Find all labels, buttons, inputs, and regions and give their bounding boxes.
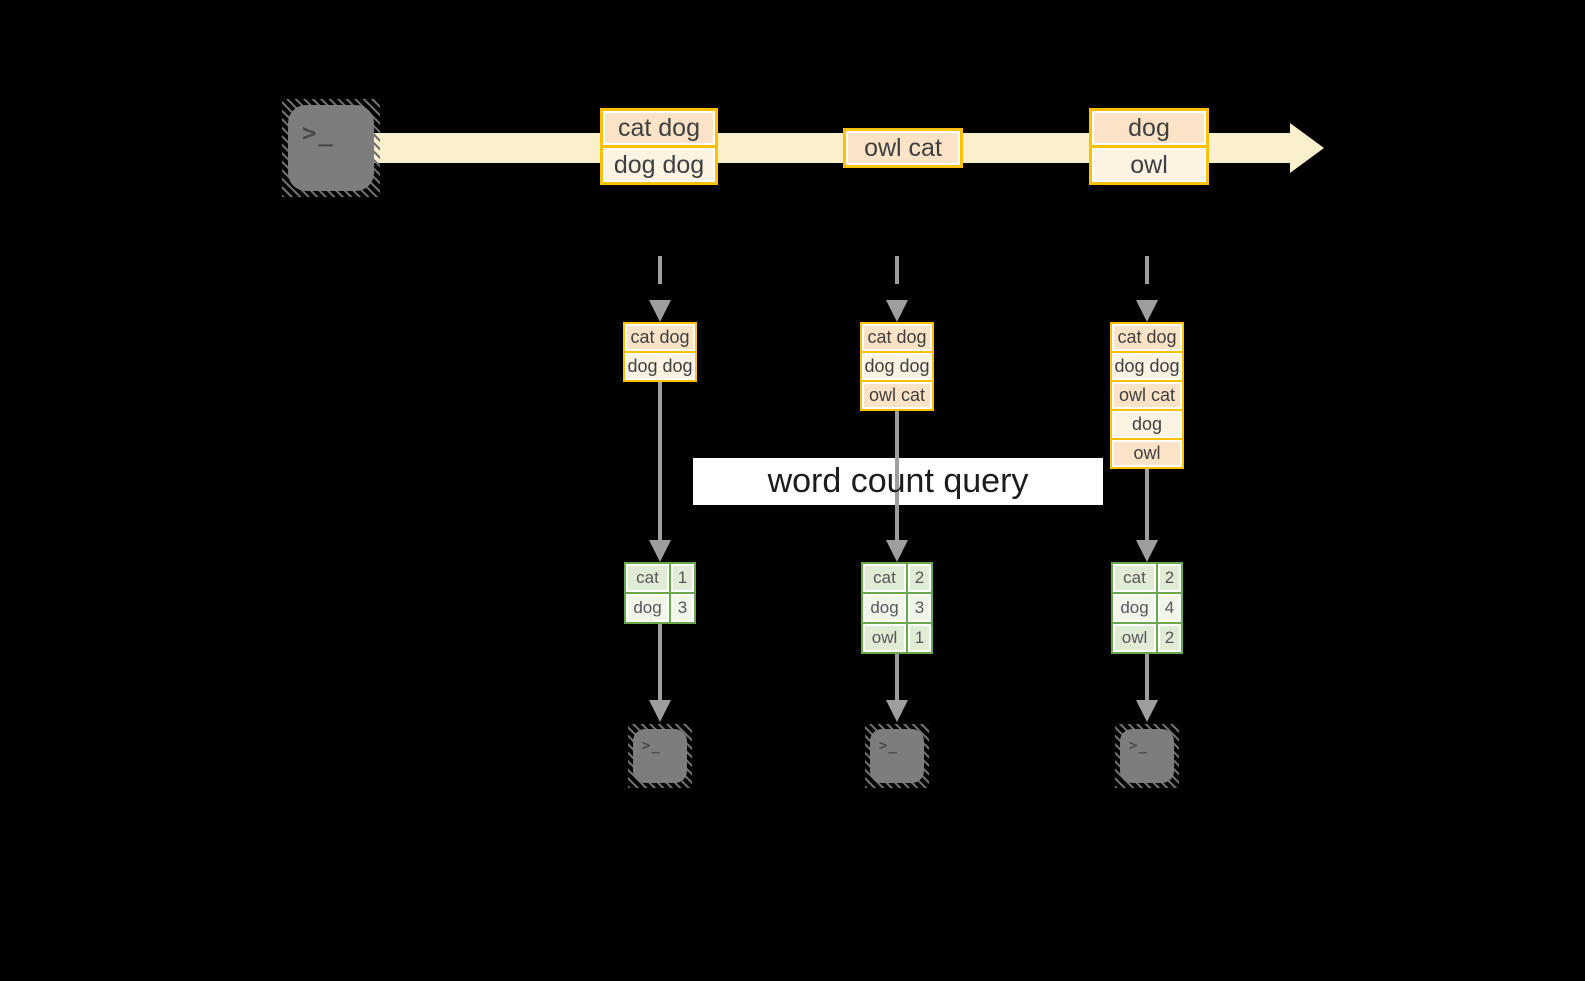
message-text: dog dog	[613, 150, 705, 179]
state-line: owl cat	[1110, 380, 1184, 411]
count-row: cat 1	[624, 562, 696, 594]
count-value-cell: 1	[906, 622, 933, 654]
arrow-icon	[1145, 467, 1149, 542]
stream-arrowhead-icon	[1290, 123, 1324, 173]
arrow-icon	[658, 624, 662, 702]
arrow-icon	[1145, 654, 1149, 702]
count-row: cat 2	[1111, 562, 1183, 594]
state-line: cat dog	[623, 322, 697, 353]
stream-message-1: cat dog dog dog	[600, 108, 718, 185]
count-word-cell: cat	[861, 562, 908, 594]
terminal-output-2-icon: >_	[865, 724, 929, 788]
arrow-icon	[658, 382, 662, 542]
state-text: owl cat	[868, 385, 926, 405]
count-word-cell: dog	[624, 592, 671, 624]
state-stack-3: cat dog dog dog owl cat dog owl	[1110, 322, 1184, 469]
state-line: cat dog	[1110, 322, 1184, 353]
count-row: owl 1	[861, 622, 933, 654]
dashed-arrow-icon	[1145, 256, 1149, 284]
count-word-cell: cat	[1111, 562, 1158, 594]
count-word-cell: cat	[624, 562, 671, 594]
message-text: owl	[1130, 150, 1168, 179]
count-row: dog 3	[624, 592, 696, 624]
dashed-arrow-head-icon	[886, 300, 908, 322]
dashed-arrow-icon	[658, 256, 662, 284]
message-line: owl	[1089, 145, 1209, 185]
state-text: cat dog	[867, 327, 927, 347]
count-table-3: cat 2 dog 4 owl 2	[1111, 562, 1183, 654]
dashed-arrow-head-icon	[1136, 300, 1158, 322]
state-line: dog	[1110, 409, 1184, 440]
arrow-head-icon	[649, 700, 671, 722]
message-text: owl cat	[864, 133, 942, 162]
message-line: owl cat	[843, 128, 963, 168]
count-value-cell: 4	[1156, 592, 1183, 624]
state-text: dog dog	[1114, 356, 1180, 376]
message-text: cat dog	[617, 113, 700, 142]
state-line: cat dog	[860, 322, 934, 353]
state-text: owl cat	[1118, 385, 1176, 405]
state-line: owl	[1110, 438, 1184, 469]
state-text: cat dog	[1117, 327, 1177, 347]
state-text: dog dog	[627, 356, 693, 376]
count-table-1: cat 1 dog 3	[624, 562, 696, 624]
message-line: dog	[1089, 108, 1209, 148]
count-value-cell: 2	[1156, 562, 1183, 594]
message-text: dog	[1128, 113, 1170, 142]
message-line: dog dog	[600, 145, 718, 185]
terminal-screen: >_	[288, 105, 374, 191]
count-value-cell: 3	[906, 592, 933, 624]
count-value-cell: 2	[906, 562, 933, 594]
state-text: owl	[1133, 443, 1161, 463]
state-line: owl cat	[860, 380, 934, 411]
stream-message-3: dog owl	[1089, 108, 1209, 185]
state-line: dog dog	[860, 351, 934, 382]
count-word-cell: owl	[861, 622, 908, 654]
dashed-arrow-head-icon	[649, 300, 671, 322]
count-row: dog 4	[1111, 592, 1183, 624]
count-word-cell: dog	[1111, 592, 1158, 624]
terminal-screen: >_	[870, 729, 924, 783]
count-word-cell: owl	[1111, 622, 1158, 654]
state-stack-1: cat dog dog dog	[623, 322, 697, 382]
state-line: dog dog	[1110, 351, 1184, 382]
arrow-icon	[895, 411, 899, 542]
message-line: cat dog	[600, 108, 718, 148]
dashed-arrow-icon	[895, 256, 899, 284]
count-value-cell: 3	[669, 592, 696, 624]
terminal-output-3-icon: >_	[1115, 724, 1179, 788]
terminal-output-1-icon: >_	[628, 724, 692, 788]
arrow-head-icon	[886, 540, 908, 562]
count-value-cell: 1	[669, 562, 696, 594]
terminal-prompt-icon: >_	[302, 119, 335, 147]
count-value-cell: 2	[1156, 622, 1183, 654]
state-text: dog dog	[864, 356, 930, 376]
state-text: cat dog	[630, 327, 690, 347]
count-row: dog 3	[861, 592, 933, 624]
terminal-screen: >_	[1120, 729, 1174, 783]
state-text: dog	[1131, 414, 1163, 434]
arrow-head-icon	[1136, 700, 1158, 722]
count-table-2: cat 2 dog 3 owl 1	[861, 562, 933, 654]
count-row: cat 2	[861, 562, 933, 594]
terminal-screen: >_	[633, 729, 687, 783]
terminal-source-icon: >_	[282, 99, 380, 197]
arrow-head-icon	[649, 540, 671, 562]
stream-message-2: owl cat	[843, 128, 963, 168]
state-line: dog dog	[623, 351, 697, 382]
count-word-cell: dog	[861, 592, 908, 624]
arrow-icon	[895, 654, 899, 702]
state-stack-2: cat dog dog dog owl cat	[860, 322, 934, 411]
terminal-prompt-icon: >_	[1129, 738, 1148, 754]
query-label: word count query	[767, 462, 1029, 500]
arrow-head-icon	[886, 700, 908, 722]
terminal-prompt-icon: >_	[879, 738, 898, 754]
count-row: owl 2	[1111, 622, 1183, 654]
terminal-prompt-icon: >_	[642, 738, 661, 754]
arrow-head-icon	[1136, 540, 1158, 562]
